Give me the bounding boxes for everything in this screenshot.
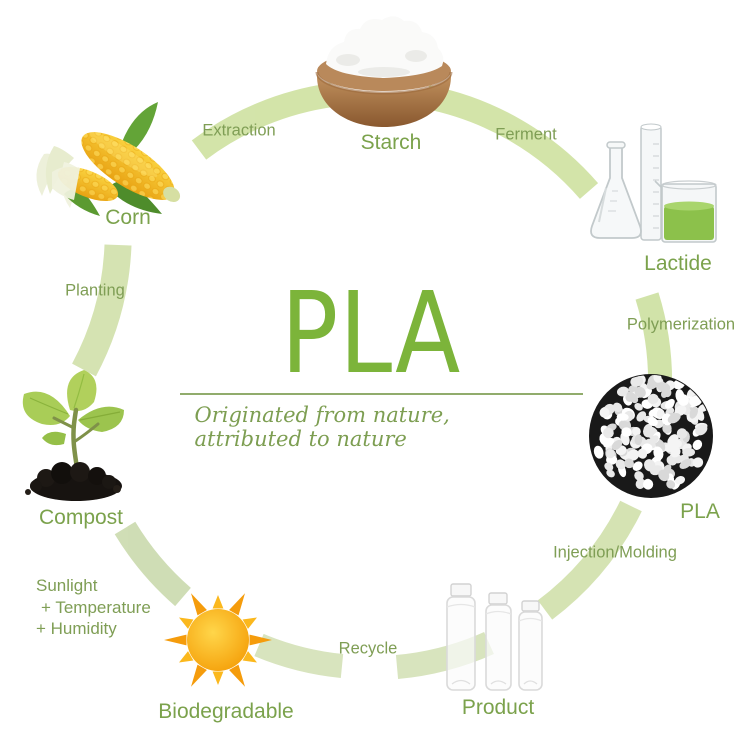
erlenmeyer-flask bbox=[590, 141, 642, 239]
label-recycle: Recycle bbox=[338, 639, 398, 658]
label-product: Product bbox=[461, 696, 535, 719]
bottle-large bbox=[446, 583, 476, 691]
green-liquid bbox=[664, 206, 714, 240]
label-polymerization: Polymerization bbox=[626, 315, 736, 334]
bowl-inner-rim bbox=[315, 71, 453, 95]
label-ferment: Ferment bbox=[495, 125, 557, 144]
pla-pellets-group bbox=[593, 375, 709, 490]
label-starch: Starch bbox=[360, 131, 422, 154]
seedling-stem bbox=[52, 407, 100, 479]
lab-glassware-image bbox=[576, 116, 728, 258]
graduated-cylinder bbox=[640, 123, 662, 241]
powder-shading bbox=[336, 50, 427, 77]
tagline: Originated from nature, attributed to na… bbox=[194, 403, 450, 451]
starch-bowl-image bbox=[308, 10, 458, 130]
center-title: PLA bbox=[280, 269, 462, 399]
seedling-compost-image bbox=[12, 362, 142, 512]
pla-pellets-image bbox=[585, 372, 719, 502]
condition-humidity: + Humidity bbox=[36, 619, 117, 638]
label-compost: Compost bbox=[38, 506, 124, 529]
label-extraction: Extraction bbox=[202, 121, 276, 140]
label-biodegradable: Biodegradable bbox=[158, 700, 294, 723]
condition-sunlight: Sunlight bbox=[36, 576, 98, 595]
bottle-medium bbox=[485, 592, 512, 691]
corn-image bbox=[30, 96, 192, 224]
soil-mound bbox=[25, 462, 122, 501]
conditions-block: Sunlight + Temperature + Humidity bbox=[36, 575, 151, 640]
label-planting: Planting bbox=[65, 281, 125, 300]
sun-rays bbox=[164, 593, 272, 687]
title-separator-line bbox=[180, 393, 583, 395]
condition-temperature: + Temperature bbox=[41, 597, 151, 617]
label-injection-molding: Injection/Molding bbox=[553, 543, 677, 562]
corn-husk-front bbox=[52, 166, 80, 200]
bowl-front bbox=[317, 72, 451, 127]
label-corn: Corn bbox=[105, 206, 151, 229]
corn-cob-main bbox=[81, 132, 181, 202]
bottles-image bbox=[438, 578, 550, 696]
sun-disc bbox=[187, 609, 249, 671]
bottle-small bbox=[518, 600, 543, 691]
label-lactide: Lactide bbox=[644, 252, 712, 275]
ring-segment-planting bbox=[72, 244, 132, 377]
beaker bbox=[654, 180, 717, 243]
seedling-leaves bbox=[22, 370, 124, 446]
label-pla-pellets: PLA bbox=[680, 500, 720, 523]
sun-icon bbox=[158, 580, 278, 698]
